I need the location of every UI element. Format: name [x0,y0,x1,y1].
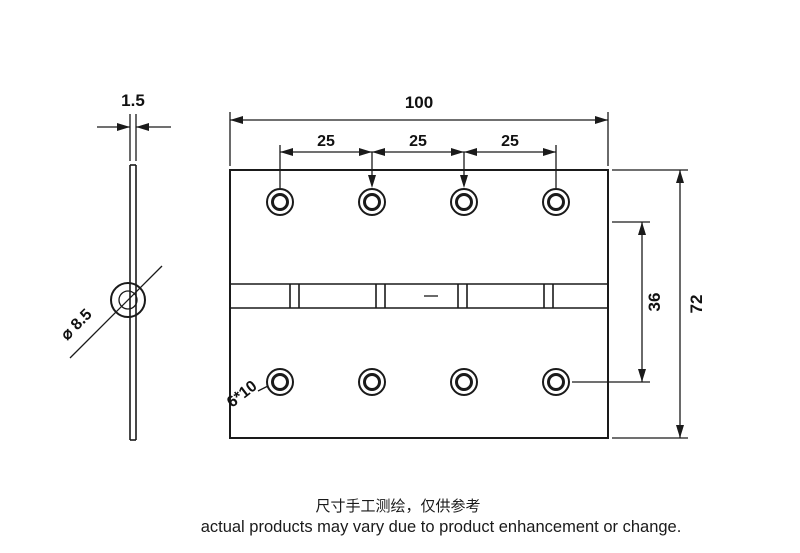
screw-hole-inner [547,193,565,211]
thickness-label: 1.5 [121,91,145,110]
dim-row-span: 36 [572,221,664,383]
screw-hole-outer [450,188,478,216]
hinge-technical-drawing: 1.5 ⌀ 8.5 [58,91,706,441]
screw-hole-outer [542,188,570,216]
countersink-leader [257,385,269,392]
screw-hole-outer [450,368,478,396]
footnotes: 尺寸手工测绘，仅供参考 actual products may vary due… [0,492,800,552]
dim-width: 100 [229,93,609,166]
width-label: 100 [405,93,433,112]
screw-hole-outer [266,368,294,396]
pitch-label-2: 25 [409,133,427,150]
screw-holes-bottom [266,368,570,396]
note-chinese: 尺寸手工测绘，仅供参考 [315,498,481,515]
dim-thickness: 1.5 [97,91,171,161]
hinge-knuckle-band [230,283,608,309]
side-hole-circle-inner [118,290,138,310]
side-view: 1.5 ⌀ 8.5 [58,91,171,441]
screw-hole-outer [542,368,570,396]
hinge-plate-outline [229,169,609,439]
pitch-label-1: 25 [317,133,335,150]
side-hole-circle-outer [110,282,146,318]
row-span-label: 36 [645,293,664,312]
screw-hole-inner [271,193,289,211]
screw-holes-top [266,188,570,216]
screw-hole-inner [363,373,381,391]
note-english: actual products may vary due to product … [200,518,682,536]
screw-hole-outer [358,188,386,216]
screw-hole-outer [266,188,294,216]
dim-height: 72 [612,169,706,439]
screw-hole-inner [271,373,289,391]
screw-hole-outer [358,368,386,396]
screw-hole-inner [455,193,473,211]
height-label: 72 [687,295,706,314]
front-view: 6*10 [224,169,609,439]
screw-hole-inner [547,373,565,391]
screw-hole-inner [455,373,473,391]
dim-hole-pitch: 25 25 25 [279,133,557,188]
side-strip [129,164,137,441]
screw-hole-inner [363,193,381,211]
side-hole-detail: ⌀ 8.5 [58,265,163,359]
pitch-label-3: 25 [501,133,519,150]
